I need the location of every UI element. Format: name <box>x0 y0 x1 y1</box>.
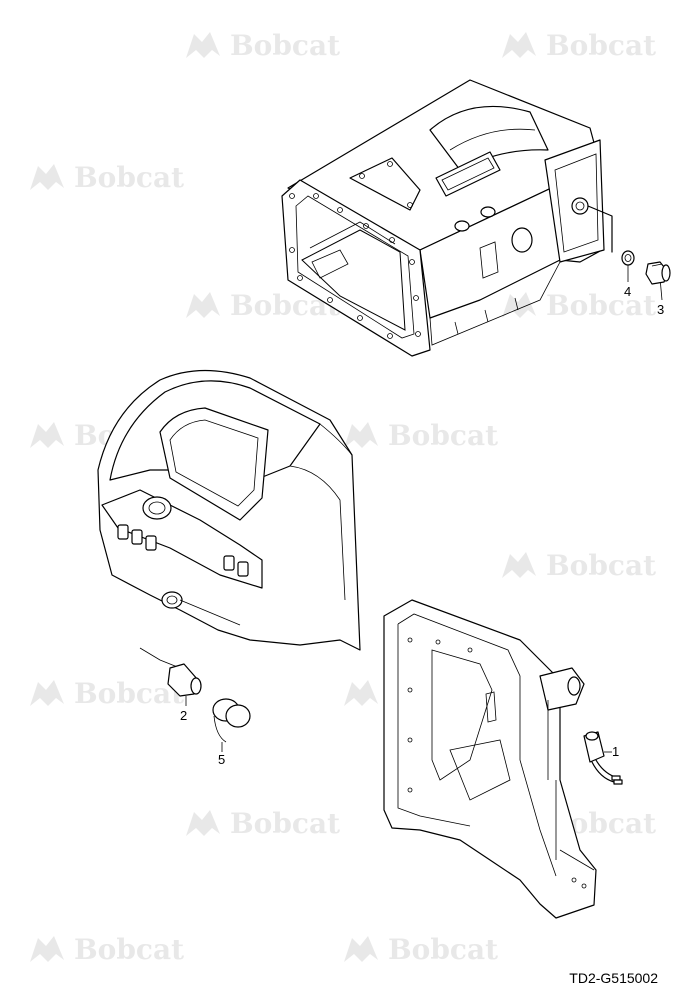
part-4-washer <box>621 250 635 266</box>
callout-3: 3 <box>657 302 665 317</box>
transmission-housing <box>281 79 663 357</box>
callout-4: 4 <box>624 284 632 299</box>
dashboard-panel <box>97 369 361 673</box>
part-5-cap <box>212 698 251 752</box>
flange-bolts <box>289 193 421 339</box>
callout-2: 2 <box>180 708 188 723</box>
part-1-switch <box>583 731 623 785</box>
figure-code: TD2-G515002 <box>569 970 658 986</box>
callout-1: 1 <box>612 744 620 759</box>
part-3-plug <box>645 261 671 285</box>
part-2-socket <box>167 663 202 706</box>
callout-5: 5 <box>218 752 226 767</box>
rops-frame <box>383 599 597 919</box>
